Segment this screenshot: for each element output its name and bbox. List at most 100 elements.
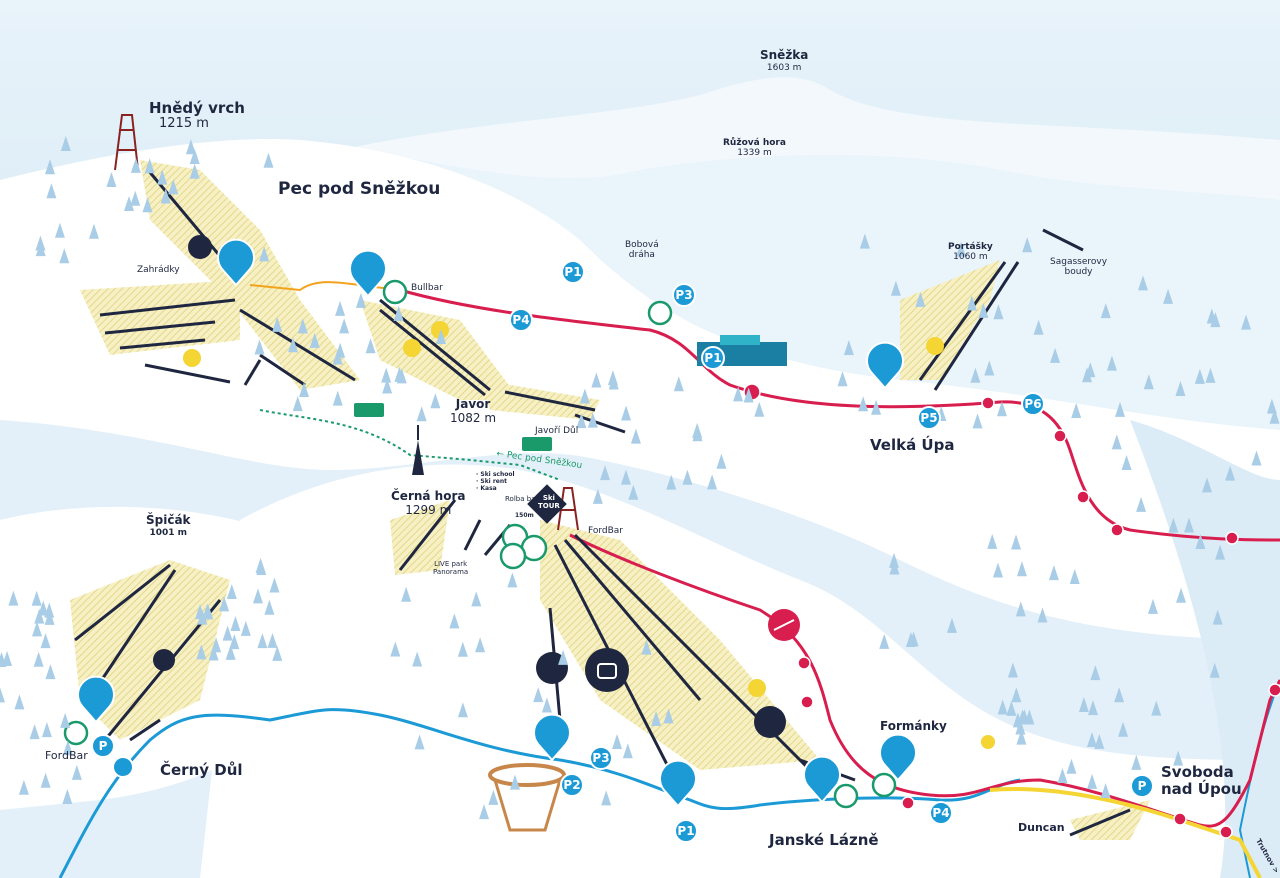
restaurant-icon bbox=[63, 279, 897, 809]
tree-icon bbox=[1094, 733, 1105, 749]
poi-rolba-bar: Rolba bar bbox=[505, 495, 539, 503]
parking-p4-janske[interactable]: P4 bbox=[929, 801, 953, 825]
tree-icon bbox=[1050, 347, 1061, 363]
tree-icon bbox=[1118, 721, 1129, 737]
tree-icon bbox=[1136, 496, 1147, 512]
parking-p1-pec[interactable]: P1 bbox=[561, 260, 585, 284]
tree-icon bbox=[257, 633, 268, 649]
tree-icon bbox=[252, 588, 263, 604]
tree-icon bbox=[54, 222, 65, 238]
tree-icon bbox=[1266, 398, 1277, 414]
tree-icon bbox=[229, 634, 240, 650]
parking-p6-velka-upa[interactable]: P6 bbox=[1021, 392, 1045, 416]
parking-p3-pec[interactable]: P3 bbox=[672, 283, 696, 307]
tree-icon bbox=[716, 453, 727, 469]
snowpark-icon bbox=[183, 321, 995, 749]
tree-icon bbox=[297, 318, 308, 334]
tree-icon bbox=[1168, 517, 1179, 533]
tree-icon bbox=[1210, 312, 1221, 328]
tree-icon bbox=[858, 396, 869, 412]
tree-icon bbox=[579, 388, 590, 404]
tree-icon bbox=[707, 474, 718, 490]
tree-icon bbox=[14, 694, 25, 710]
tree-icon bbox=[733, 386, 744, 402]
tree-icon bbox=[45, 664, 56, 680]
tree-icon bbox=[621, 405, 632, 421]
parking-p5-velka-upa[interactable]: P5 bbox=[917, 406, 941, 430]
tree-icon bbox=[416, 406, 427, 422]
tree-icon bbox=[1022, 237, 1033, 253]
tree-icon bbox=[88, 223, 99, 239]
tree-icon bbox=[1090, 665, 1101, 681]
tree-icon bbox=[412, 651, 423, 667]
tree-icon bbox=[591, 372, 602, 388]
tree-icon bbox=[666, 474, 677, 490]
peak-elevation: 1299 m bbox=[405, 502, 452, 517]
tree-icon bbox=[382, 378, 393, 394]
tree-icon bbox=[1087, 731, 1098, 747]
tree-icon bbox=[332, 390, 343, 406]
poi-bullbar: Bullbar bbox=[411, 283, 443, 293]
snowcat-icon bbox=[354, 403, 552, 451]
tree-icon bbox=[240, 620, 251, 636]
tree-icon bbox=[859, 233, 870, 249]
tree-icon bbox=[130, 157, 141, 173]
tree-icon bbox=[1184, 517, 1195, 533]
tree-icon bbox=[993, 562, 1004, 578]
lookout-tower-icon bbox=[114, 114, 139, 171]
tree-icon bbox=[430, 393, 441, 409]
tree-icon bbox=[1131, 754, 1142, 770]
peak-elevation: 1339 m bbox=[737, 148, 772, 159]
tree-icon bbox=[915, 291, 926, 307]
tree-icon bbox=[44, 602, 55, 618]
right-valley bbox=[1130, 420, 1280, 878]
tree-icon bbox=[1011, 534, 1022, 550]
tree-icon bbox=[673, 376, 684, 392]
tree-icon bbox=[185, 139, 196, 155]
tree-icon bbox=[475, 637, 486, 653]
tree-icon bbox=[254, 339, 265, 355]
tree-icon bbox=[620, 469, 631, 485]
parking-svoboda[interactable]: P bbox=[1130, 774, 1154, 798]
tree-icon bbox=[259, 246, 270, 262]
tree-icon bbox=[208, 645, 219, 661]
tree-icon bbox=[157, 169, 168, 185]
green-trail bbox=[259, 409, 561, 481]
parking-cerny-dul[interactable]: P bbox=[91, 734, 115, 758]
parking-p1-janske[interactable]: P1 bbox=[674, 819, 698, 843]
tree-icon bbox=[1071, 402, 1082, 418]
tree-icon bbox=[630, 428, 641, 444]
tree-icon bbox=[414, 734, 425, 750]
tree-icon bbox=[60, 136, 71, 152]
tree-icon bbox=[754, 401, 765, 417]
tree-icon bbox=[600, 465, 611, 481]
poi-fordbar-cerna: FordBar bbox=[588, 526, 624, 536]
tree-icon bbox=[168, 179, 179, 195]
tree-icon bbox=[1176, 587, 1187, 603]
bus-stop-icon bbox=[112, 756, 134, 778]
tree-icon bbox=[0, 651, 7, 667]
parking-p2-janske[interactable]: P2 bbox=[560, 773, 584, 797]
tree-icon bbox=[1066, 758, 1077, 774]
tree-icon bbox=[663, 708, 674, 724]
tree-icon bbox=[743, 387, 754, 403]
tree-icon bbox=[33, 651, 44, 667]
tree-icon bbox=[1007, 662, 1018, 678]
tree-icon bbox=[1121, 454, 1132, 470]
tree-icon bbox=[1087, 773, 1098, 789]
tree-icon bbox=[1194, 368, 1205, 384]
tree-icon bbox=[984, 360, 995, 376]
tree-icon bbox=[987, 533, 998, 549]
tree-icon bbox=[1205, 367, 1216, 383]
parking-p4-pec[interactable]: P4 bbox=[509, 308, 533, 332]
tree-icon bbox=[449, 613, 460, 629]
tree-icon bbox=[471, 591, 482, 607]
parking-p3-janske[interactable]: P3 bbox=[589, 746, 613, 770]
parking-p1-pec-center[interactable]: P1 bbox=[701, 346, 725, 370]
ski-patrol-icon bbox=[768, 609, 800, 641]
